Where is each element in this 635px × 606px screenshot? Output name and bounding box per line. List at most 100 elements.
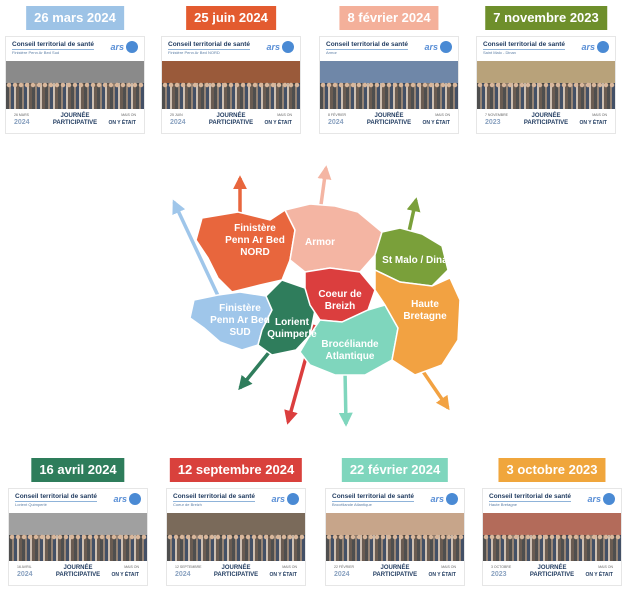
event-year: 2024 bbox=[334, 571, 350, 578]
footer-note: MAIS ON bbox=[592, 113, 607, 117]
ars-logo: ars bbox=[113, 494, 127, 504]
ars-logo: ars bbox=[587, 494, 601, 504]
event-year: 2023 bbox=[491, 571, 507, 578]
event-poster: Conseil territorial de santé Brocéliande… bbox=[325, 488, 465, 586]
ars-logo: ars bbox=[110, 42, 124, 52]
council-territory: Finistère Penn Ar Bed Sud bbox=[12, 50, 60, 55]
region-logo-icon bbox=[446, 493, 458, 505]
on-y-etait: ON Y ÉTAIT bbox=[579, 120, 607, 126]
council-territory: Saint Malo - Dinan bbox=[483, 50, 516, 55]
territory-arrow bbox=[172, 199, 222, 301]
event-day: 12 SEPTEMBRE bbox=[175, 565, 202, 569]
date-badge: 22 février 2024 bbox=[341, 458, 449, 482]
event-year: 2024 bbox=[170, 119, 186, 126]
event-day: 16 AVRIL bbox=[17, 565, 32, 569]
poster-header: Conseil territorial de santé Saint Malo … bbox=[481, 40, 611, 58]
council-title: Conseil territorial de santé bbox=[15, 493, 97, 502]
group-photo bbox=[9, 513, 147, 561]
region-label-st-malo-dinan: St Malo / Dinan bbox=[382, 255, 454, 266]
event-year: 2024 bbox=[175, 571, 191, 578]
date-badge: 8 février 2024 bbox=[339, 6, 439, 30]
ars-logo: ars bbox=[424, 42, 438, 52]
footer-note: MAIS ON bbox=[282, 565, 297, 569]
council-title: Conseil territorial de santé bbox=[326, 41, 408, 50]
on-y-etait: ON Y ÉTAIT bbox=[422, 120, 450, 126]
date-badge: 7 novembre 2023 bbox=[485, 6, 607, 30]
region-logo-icon bbox=[603, 493, 615, 505]
group-photo bbox=[483, 513, 621, 561]
footer-note: MAIS ON bbox=[121, 113, 136, 117]
council-territory: Armor bbox=[326, 50, 337, 55]
council-title: Conseil territorial de santé bbox=[332, 493, 414, 502]
event-year: 2023 bbox=[485, 119, 501, 126]
on-y-etait: ON Y ÉTAIT bbox=[428, 572, 456, 578]
event-day: 22 FÉVRIER bbox=[334, 565, 355, 569]
region-st-malo-dinan bbox=[374, 227, 449, 287]
group-photo bbox=[477, 61, 615, 109]
event-year: 2024 bbox=[17, 571, 33, 578]
group-photo bbox=[6, 61, 144, 109]
council-title: Conseil territorial de santé bbox=[12, 41, 94, 50]
on-y-etait: ON Y ÉTAIT bbox=[585, 572, 613, 578]
footer-note: MAIS ON bbox=[124, 565, 139, 569]
council-title: Conseil territorial de santé bbox=[168, 41, 250, 50]
ars-logo: ars bbox=[271, 494, 285, 504]
event-poster: Conseil territorial de santé Coeur de Br… bbox=[166, 488, 306, 586]
poster-header: Conseil territorial de santé Haute Breta… bbox=[487, 492, 617, 510]
council-territory: Coeur de Breizh bbox=[173, 502, 202, 507]
group-photo bbox=[167, 513, 305, 561]
event-card: 12 septembre 2024 Conseil territorial de… bbox=[166, 458, 306, 586]
region-armor bbox=[283, 203, 383, 273]
date-badge: 3 octobre 2023 bbox=[498, 458, 606, 482]
council-title: Conseil territorial de santé bbox=[483, 41, 565, 50]
event-card: 8 février 2024 Conseil territorial de sa… bbox=[319, 6, 459, 134]
council-title: Conseil territorial de santé bbox=[173, 493, 255, 502]
footer-note: MAIS ON bbox=[598, 565, 613, 569]
poster-header: Conseil territorial de santé Coeur de Br… bbox=[171, 492, 301, 510]
footer-note: MAIS ON bbox=[435, 113, 450, 117]
event-poster: Conseil territorial de santé Armor ars 8… bbox=[319, 36, 459, 134]
poster-header: Conseil territorial de santé Finistère P… bbox=[10, 40, 140, 58]
event-card: 3 octobre 2023 Conseil territorial de sa… bbox=[482, 458, 622, 586]
event-day: 3 OCTOBRE bbox=[491, 565, 512, 569]
region-haute-bretagne bbox=[374, 268, 461, 376]
event-poster: Conseil territorial de santé Finistère P… bbox=[5, 36, 145, 134]
on-y-etait: ON Y ÉTAIT bbox=[269, 572, 297, 578]
region-label-armor: Armor bbox=[305, 237, 335, 248]
group-photo bbox=[320, 61, 458, 109]
event-card: 7 novembre 2023 Conseil territorial de s… bbox=[476, 6, 616, 134]
territory-arrow bbox=[338, 369, 353, 427]
territory-arrow bbox=[420, 369, 450, 411]
region-logo-icon bbox=[440, 41, 452, 53]
date-badge: 12 septembre 2024 bbox=[169, 458, 303, 482]
council-territory: Brocéliande Atlantique bbox=[332, 502, 372, 507]
event-day: 25 JUIN bbox=[170, 113, 183, 117]
event-card: 16 avril 2024 Conseil territorial de san… bbox=[8, 458, 148, 586]
region-logo-icon bbox=[597, 41, 609, 53]
group-photo bbox=[326, 513, 464, 561]
poster-header: Conseil territorial de santé Finistère P… bbox=[166, 40, 296, 58]
on-y-etait: ON Y ÉTAIT bbox=[108, 120, 136, 126]
council-territory: Haute Bretagne bbox=[489, 502, 518, 507]
date-badge: 25 juin 2024 bbox=[186, 6, 276, 30]
poster-header: Conseil territorial de santé Armor ars bbox=[324, 40, 454, 58]
council-territory: Finistère Penn Ar Bed NORD bbox=[168, 50, 220, 55]
region-logo-icon bbox=[282, 41, 294, 53]
ars-logo: ars bbox=[430, 494, 444, 504]
